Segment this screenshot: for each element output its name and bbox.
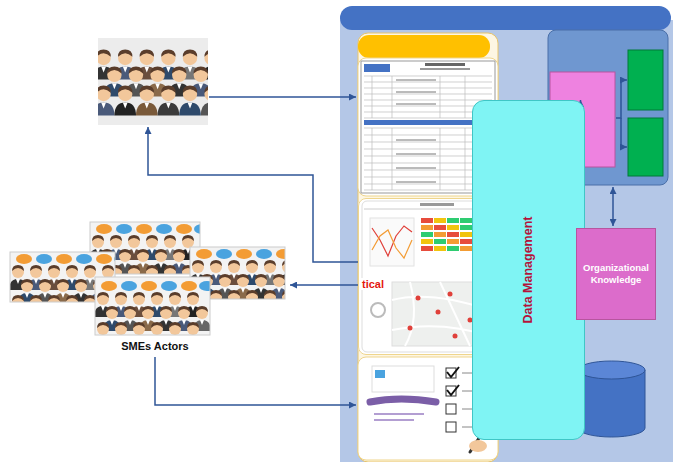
dashboard-screenshot [421, 225, 433, 230]
system-panel [340, 6, 671, 30]
knowledge-system [628, 118, 663, 176]
dashboard-screenshot [436, 310, 441, 315]
table-screenshot [372, 128, 465, 190]
dashboard-screenshot [448, 292, 453, 297]
tools-column [358, 35, 490, 58]
system-panel [340, 6, 673, 462]
people-photo [93, 50, 233, 116]
dashboard-screenshot [447, 246, 459, 251]
dashboard-screenshot [434, 218, 446, 223]
flow-arrows [155, 357, 356, 405]
table-screenshot [425, 63, 465, 66]
dashboard-screenshot [453, 334, 458, 339]
flow-arrows [616, 80, 627, 118]
actors-collage-pictures [94, 281, 215, 347]
database-cylinder [578, 361, 645, 437]
questionnaire-picture [370, 399, 436, 402]
people-photo [93, 38, 233, 125]
dashboard-screenshot [434, 239, 446, 244]
actors-collage-pictures [9, 222, 310, 347]
dashboard-screenshot [372, 226, 412, 256]
panel-label: tical [361, 278, 385, 290]
data-management-bar: Data Management [472, 100, 585, 440]
table-screenshot [420, 68, 470, 70]
questionnaire-picture [446, 422, 456, 432]
dashboard-screenshot [447, 225, 459, 230]
system-panel [340, 20, 673, 462]
questionnaire-picture [446, 404, 456, 414]
connector-arrow [290, 284, 358, 286]
dashboard-screenshot [408, 326, 413, 331]
dashboard-screenshot [421, 218, 433, 223]
dashboard-screenshot [371, 303, 385, 317]
table-screenshot [364, 64, 390, 72]
dashboard-screenshot [420, 203, 454, 206]
flow-arrows [621, 118, 627, 147]
box-label: Organizational Knowledge [581, 262, 651, 286]
dashboard-screenshot [421, 232, 433, 237]
questionnaire-picture [447, 385, 459, 395]
dashboard-screenshot [434, 225, 446, 230]
questionnaire-picture [374, 414, 424, 420]
dashboard-screenshot [460, 232, 472, 237]
flow-arrows [209, 96, 356, 98]
dashboard-screenshot [447, 218, 459, 223]
table-screenshot [372, 76, 465, 118]
bar-label: Data Management [521, 217, 535, 324]
table-screenshot [396, 80, 436, 182]
knowledge-box: Organizational Knowledge [576, 228, 656, 320]
database-cylinder [578, 370, 645, 437]
dashboard-screenshot [434, 246, 446, 251]
flow-arrows [612, 187, 614, 226]
database-cylinder [578, 361, 645, 379]
actors-collage-pictures [95, 277, 210, 335]
dashboard-screenshot [460, 239, 472, 244]
dashboard-screenshot [372, 230, 412, 258]
dashboard-screenshot [460, 225, 472, 230]
questionnaire-picture [375, 370, 385, 378]
dashboard-screenshot [447, 232, 459, 237]
knowledge-system [628, 50, 663, 110]
questionnaire-picture [469, 440, 487, 452]
flow-arrows [148, 127, 358, 262]
dashboard-screenshot [460, 218, 472, 223]
questionnaire-picture [372, 366, 434, 392]
questionnaire-picture [447, 367, 459, 377]
dashboard-screenshot [416, 296, 421, 301]
dashboard-screenshot [370, 218, 414, 266]
actors-collage: SMEs Actors [8, 216, 290, 354]
dashboard-screenshot [421, 239, 433, 244]
actors-collage-pictures [94, 277, 215, 347]
dashboard-screenshot [434, 232, 446, 237]
people-photo [93, 38, 233, 125]
dashboard-screenshot [447, 239, 459, 244]
actors-label: SMEs Actors [119, 340, 190, 352]
dashboard-screenshot [460, 246, 472, 251]
dashboard-screenshot [421, 246, 433, 251]
